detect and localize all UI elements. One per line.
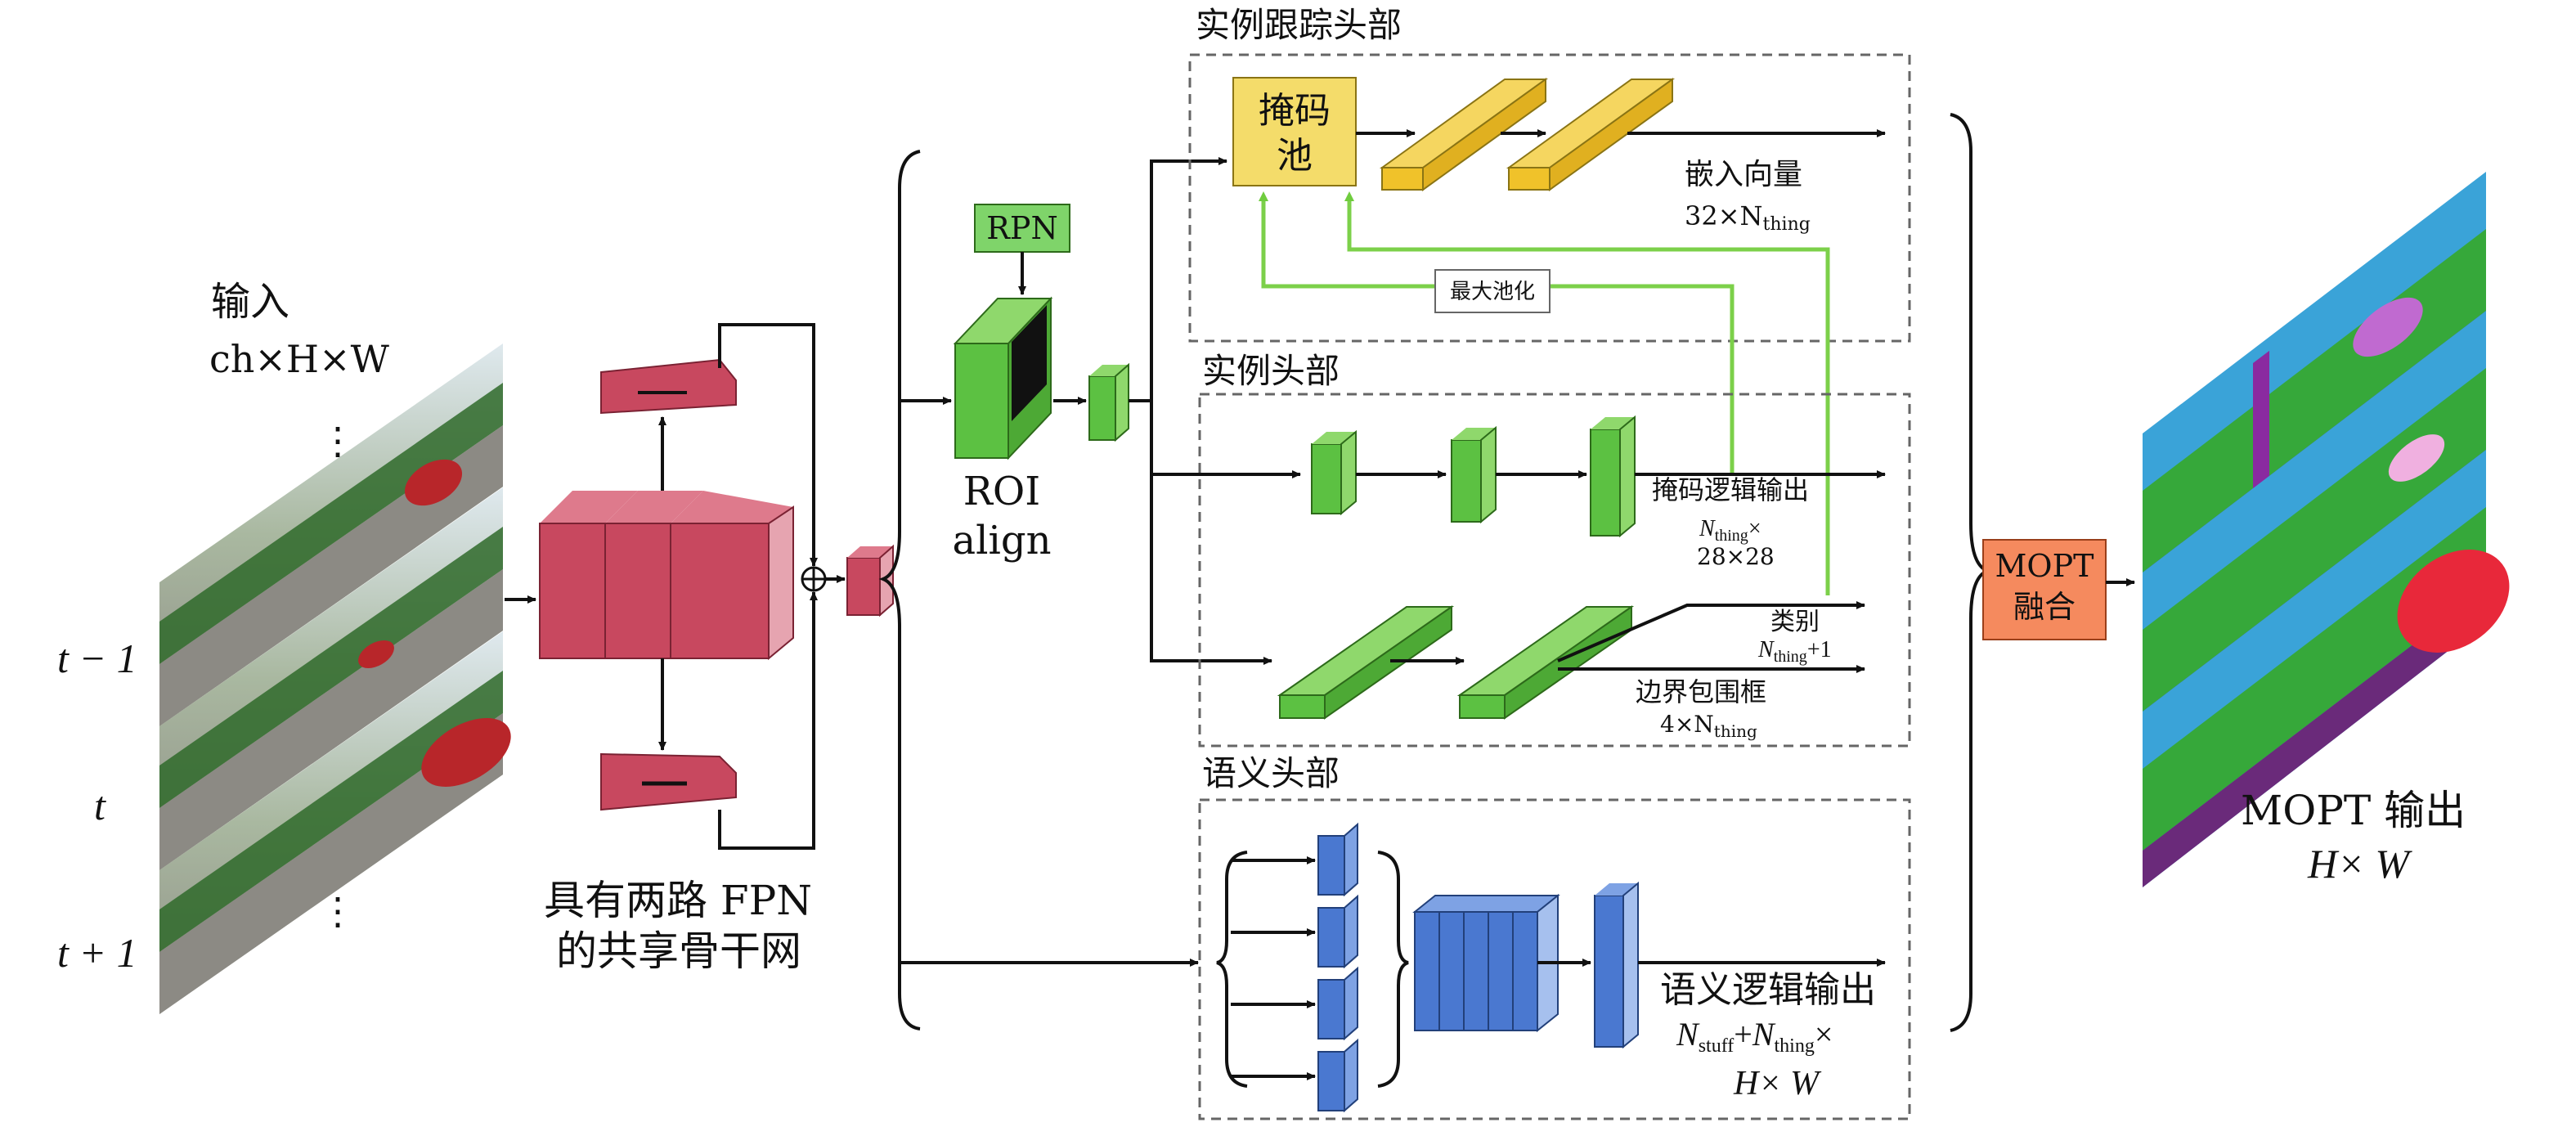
embedding-fc-1 <box>1379 78 1549 191</box>
input-dots-bottom: ⋮ <box>319 889 357 933</box>
output-frame-3 <box>2143 450 2510 887</box>
class-label: 类别 <box>1770 608 1820 636</box>
embedding-label: 嵌入向量 <box>1685 158 1802 191</box>
class-fc-2 <box>1456 605 1635 720</box>
frame-label-t-minus-1: t − 1 <box>57 635 137 681</box>
mask-logits-label: 掩码逻辑输出 <box>1652 474 1809 505</box>
fpn-output-feature <box>846 544 894 617</box>
instance-head-box <box>1198 393 1911 748</box>
fpn-bottom-path <box>600 752 737 811</box>
frame-label-t-plus-1: t + 1 <box>57 930 137 976</box>
semantic-concat-block <box>1412 893 1560 1033</box>
class-dim: Nthing+1 <box>1757 637 1832 666</box>
semantic-head-title: 语义头部 <box>1202 753 1340 793</box>
output-line2: H× W <box>2307 841 2412 887</box>
shared-backbone <box>539 491 794 661</box>
fusion-line1: MOPT <box>1995 548 2094 584</box>
roi-label-line2: align <box>953 518 1052 564</box>
mask-pool-line1: 掩码 <box>1259 90 1331 132</box>
brace-merge <box>1950 113 1992 1032</box>
semantic-logits-label: 语义逻辑输出 <box>1660 969 1876 1011</box>
tracking-head-box <box>1188 53 1911 343</box>
fpn-sum-node <box>801 566 827 592</box>
roi-label-line1: ROI <box>963 469 1040 514</box>
input-dims: ch×H×W <box>209 337 390 381</box>
input-frames <box>159 343 511 1014</box>
input-frame-3 <box>159 631 511 1014</box>
maxpool-box <box>1434 269 1551 313</box>
semantic-brace-left <box>1216 851 1248 1088</box>
input-dots-top: ⋮ <box>319 419 357 463</box>
semantic-output-conv <box>1594 881 1639 1049</box>
backbone-label-line2: 的共享骨干网 <box>556 927 801 975</box>
rpn-box <box>974 204 1070 253</box>
frame-label-t: t <box>94 783 106 828</box>
semantic-brace-right <box>1377 851 1409 1088</box>
brace-branch <box>878 150 921 1030</box>
semantic-logits-dim-hw: H× W <box>1733 1065 1822 1102</box>
mask-logits-dim-b: 28×28 <box>1697 543 1775 570</box>
semantic-head-box <box>1198 798 1911 1120</box>
output-line1: MOPT 输出 <box>2241 787 2466 834</box>
mask-pool-line2: 池 <box>1277 135 1313 177</box>
output-frames <box>2143 172 2510 887</box>
tracking-head-title: 实例跟踪头部 <box>1196 5 1402 45</box>
mask-logits-dim-a: Nthing× <box>1699 516 1761 545</box>
fpn-top-path <box>600 358 737 415</box>
roi-feature <box>1088 362 1129 442</box>
roi-align-block <box>953 296 1053 460</box>
input-frame-2 <box>159 487 503 870</box>
semantic-logits-dim: Nstuff+Nthing× <box>1676 1016 1833 1057</box>
class-fc-1 <box>1277 605 1455 720</box>
bbox-dim: 4×Nthing <box>1660 711 1757 741</box>
input-frame-1 <box>159 343 503 726</box>
semantic-scale-stack <box>1231 822 1358 1113</box>
mask-pool-box <box>1232 77 1357 186</box>
rpn-label: RPN <box>986 210 1057 246</box>
input-title: 输入 <box>211 279 289 325</box>
bbox-label: 边界包围框 <box>1636 676 1766 707</box>
maxpool-label: 最大池化 <box>1450 280 1535 304</box>
embedding-dim: 32×Nthing <box>1685 200 1811 235</box>
backbone-label-line1: 具有两路 FPN <box>544 877 812 924</box>
mask-conv-2 <box>1451 425 1497 524</box>
instance-head-title: 实例头部 <box>1202 351 1340 391</box>
fusion-line2: 融合 <box>2013 589 2076 625</box>
mask-conv-3 <box>1590 415 1636 538</box>
fusion-box <box>1982 539 2107 640</box>
maxpool-line-class <box>1344 191 1830 595</box>
embedding-fc-2 <box>1506 78 1676 191</box>
mask-conv-1 <box>1311 429 1357 516</box>
